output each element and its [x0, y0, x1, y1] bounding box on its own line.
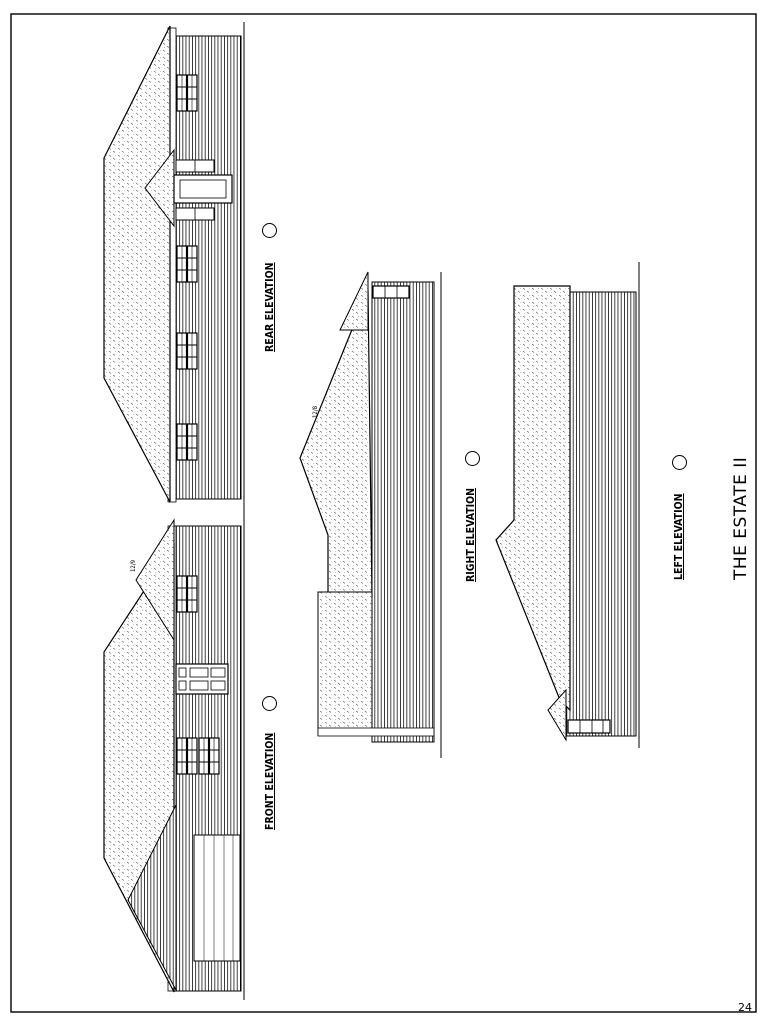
left-elevation-label: LEFT ELEVATION: [673, 493, 685, 580]
front-roof-pitch: 12/9: [130, 559, 137, 572]
right-elevation-marker: [465, 451, 480, 466]
front-elevation-label: FRONT ELEVATION: [264, 732, 276, 830]
right-elevation-drawing: [299, 271, 442, 758]
left-side-window: [567, 719, 611, 734]
front-elevation-drawing: [103, 508, 245, 1000]
front-entry-door: [175, 663, 229, 695]
rear-elevation-label: REAR ELEVATION: [264, 262, 276, 352]
right-wall-siding: [371, 281, 435, 743]
right-elevation-label: RIGHT ELEVATION: [465, 487, 477, 582]
rear-elevation-drawing: [103, 22, 245, 510]
sheet-border: [10, 13, 757, 1013]
page-number: 24: [738, 1001, 752, 1014]
rear-elevation-marker: [262, 223, 277, 238]
rear-french-door: [173, 174, 233, 204]
left-wall-siding: [565, 291, 637, 737]
right-main-roof: [299, 289, 373, 597]
right-garage-roof: [317, 591, 373, 736]
garage-door: [193, 834, 241, 962]
left-elevation-drawing: [495, 262, 640, 748]
right-side-window: [372, 285, 410, 299]
left-main-roof: [495, 285, 571, 712]
rear-main-roof: [103, 25, 171, 503]
front-elevation-marker: [262, 696, 277, 711]
right-roof-pitch: 12/8: [312, 405, 319, 418]
front-cross-gable: [135, 518, 175, 642]
left-elevation-marker: [672, 455, 687, 470]
sheet-title: THE ESTATE II: [731, 456, 751, 580]
